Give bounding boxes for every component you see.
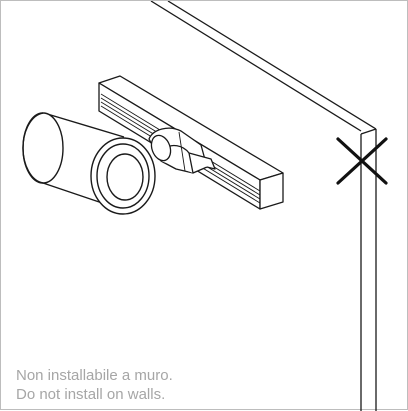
caption-italian: Non installabile a muro. bbox=[16, 367, 173, 384]
cross-mark-icon bbox=[336, 137, 388, 185]
adapter-joint bbox=[148, 127, 216, 174]
caption-english: Do not install on walls. bbox=[16, 386, 166, 403]
spotlight-body bbox=[22, 112, 156, 215]
warning-caption: Non installabile a muro. Do not install … bbox=[16, 366, 356, 404]
